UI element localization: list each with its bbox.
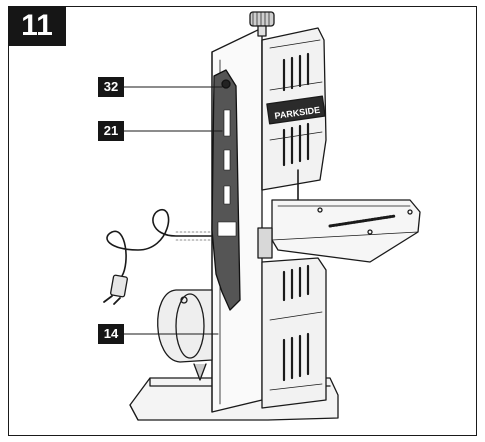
illustration-frame bbox=[8, 6, 477, 436]
brand-strip bbox=[266, 95, 326, 125]
step-number-badge: 11 bbox=[8, 6, 66, 46]
lower-arm bbox=[261, 257, 327, 409]
callout-21: 21 bbox=[98, 121, 124, 141]
callout-32: 32 bbox=[98, 77, 124, 97]
power-cord bbox=[106, 209, 213, 277]
tension-knob bbox=[249, 11, 275, 27]
motor bbox=[157, 289, 213, 363]
work-table bbox=[271, 199, 421, 263]
callout-14: 14 bbox=[98, 324, 124, 344]
